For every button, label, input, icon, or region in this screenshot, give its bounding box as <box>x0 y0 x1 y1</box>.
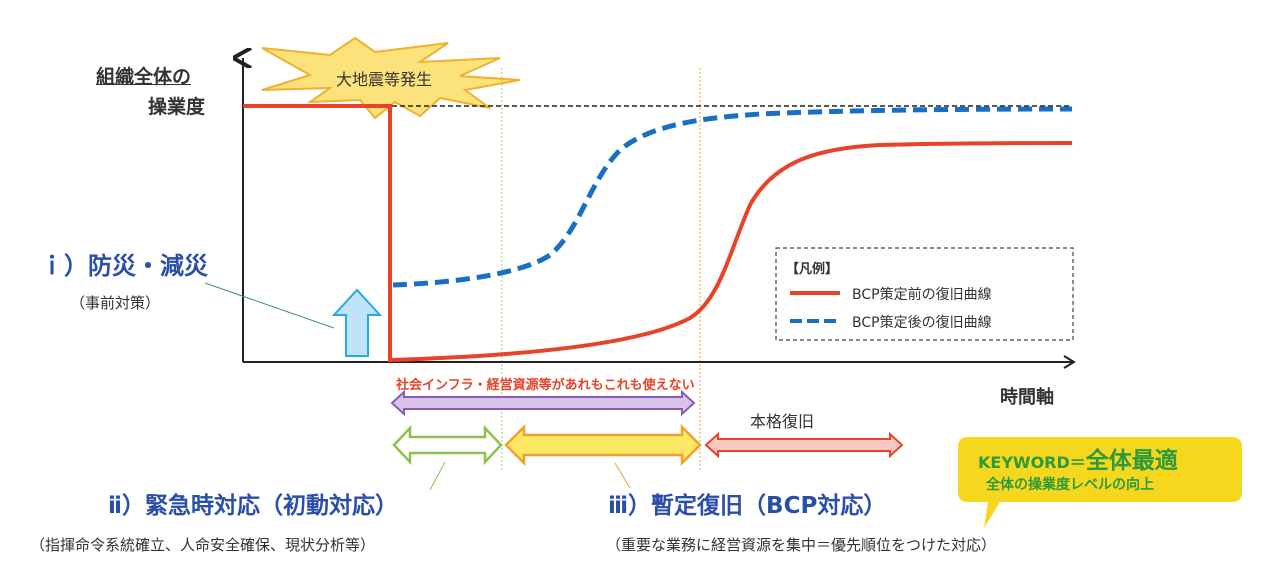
phase-i-leader <box>204 282 335 329</box>
keyword-main: 全体最適 <box>1085 448 1178 474</box>
keyword-bubble <box>958 437 1242 528</box>
legend-title: 【凡例】 <box>786 262 839 277</box>
x-axis-label: 時間軸 <box>1000 387 1054 408</box>
legend-item-before-bcp: BCP策定前の復旧曲線 <box>852 287 992 303</box>
phase-i-title: ｉ）防災・減災 <box>40 252 208 280</box>
recovery-curve-after-bcp <box>392 106 1073 288</box>
unavailable-period-arrow <box>390 389 696 417</box>
phase-iii-subtitle: （重要な業務に経営資源を集中＝優先順位をつけた対応） <box>606 536 997 554</box>
phase-iii-arrow <box>504 423 702 467</box>
phase-i-subtitle: （事前対策） <box>70 294 161 312</box>
phase-ii-subtitle: （指揮命令系統確立、人命安全確保、現状分析等） <box>30 536 376 554</box>
recovery-curve-before-bcp <box>243 104 1073 363</box>
unavailable-label: 社会インフラ・経営資源等があれもこれも使えない <box>396 378 695 393</box>
full-recovery-label: 本格復旧 <box>750 412 815 431</box>
keyword-prefix: KEYWORD＝ <box>978 453 1086 472</box>
y-axis-label-line2: 操業度 <box>148 96 206 118</box>
prevention-up-arrow <box>331 288 383 357</box>
legend-item-after-bcp: BCP策定後の復旧曲線 <box>852 315 992 331</box>
keyword-heading: KEYWORD＝全体最適 <box>978 441 1178 475</box>
phase-ii-title: ⅱ）緊急時対応（初動対応） <box>108 493 398 519</box>
full-recovery-arrow <box>704 431 904 459</box>
phase-iii-title: ⅲ）暫定復旧（BCP対応） <box>608 493 887 519</box>
earthquake-burst <box>261 36 521 120</box>
phase-ii-arrow <box>392 424 503 466</box>
y-axis-label-line1: 組織全体の <box>96 66 192 88</box>
keyword-sub: 全体の操業度レベルの向上 <box>986 477 1154 493</box>
event-label: 大地震等発生 <box>336 70 433 89</box>
